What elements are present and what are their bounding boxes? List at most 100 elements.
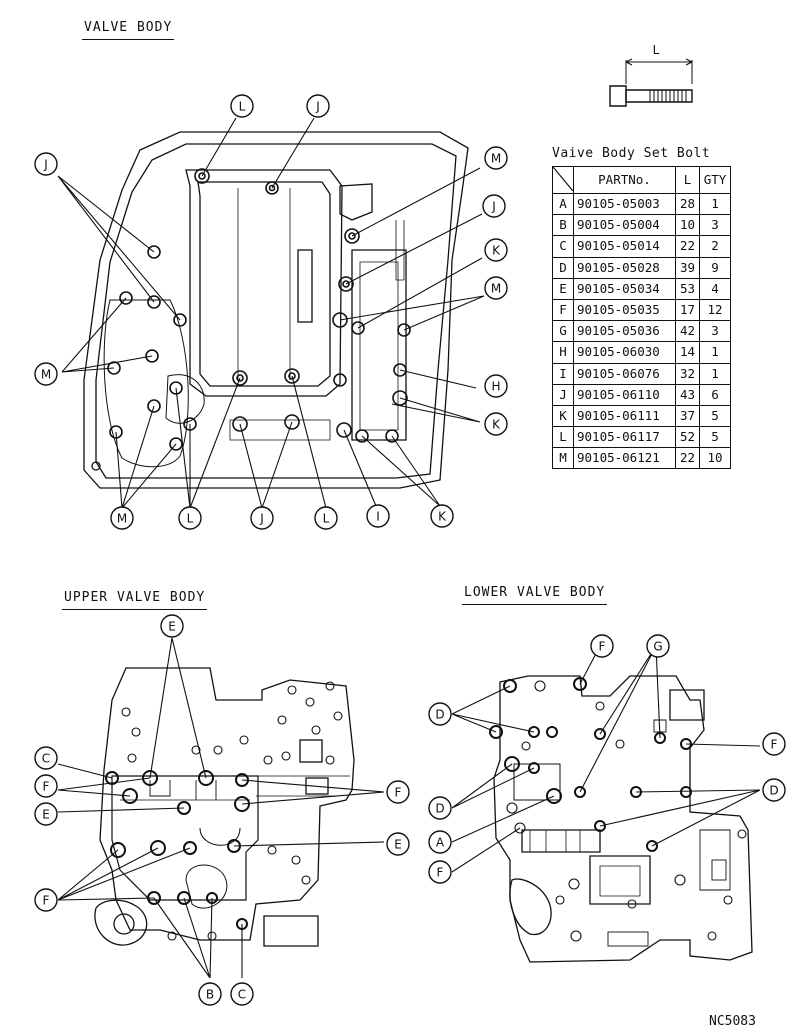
callout-letter: F: [771, 738, 778, 752]
callout-letter: F: [395, 786, 402, 800]
callout-letter: M: [491, 282, 501, 296]
bolt-length-label: L: [653, 43, 660, 57]
part-number: 90105-05004: [573, 214, 676, 237]
bolt-key: K: [552, 404, 574, 428]
part-number: 90105-05014: [573, 235, 676, 258]
callout-letter: F: [43, 780, 50, 794]
callout-letter: F: [599, 640, 606, 654]
callout-circle: [646, 634, 670, 658]
bolt-length: 10: [675, 214, 700, 237]
callout-upper-valve-body: E: [160, 614, 184, 638]
valve-body-title: VALVE BODY: [81, 20, 175, 40]
bolt-length: 28: [675, 192, 700, 216]
callout-letter: C: [238, 988, 246, 1002]
bolt-key: A: [552, 192, 574, 216]
bolt-key: J: [552, 383, 574, 406]
callout-lower-valve-body: F: [762, 732, 786, 756]
upper-valve-body-bolts: [105, 770, 250, 930]
part-number: 90105-05035: [573, 298, 676, 322]
bolt-qty: 6: [699, 383, 731, 406]
callout-lower-valve-body: A: [428, 830, 452, 854]
part-number: 90105-06110: [573, 383, 676, 406]
bolt-length: 39: [675, 256, 700, 279]
bolt-qty: 3: [699, 320, 731, 343]
upper-valve-body-title: UPPER VALVE BODY: [61, 590, 208, 610]
callout-letter: I: [376, 510, 380, 524]
callout-letter: D: [769, 784, 778, 798]
callout-letter: J: [315, 100, 320, 114]
callout-circle: [34, 888, 58, 912]
callout-letter: F: [43, 894, 50, 908]
bolt-length: 42: [675, 320, 700, 343]
callout-upper-valve-body: B: [198, 982, 222, 1006]
callout-letter: M: [117, 512, 127, 526]
bolt-key: E: [552, 277, 574, 300]
bolt-qty: 5: [699, 426, 731, 449]
callout-letter: L: [323, 512, 330, 526]
callout-circle: [386, 780, 410, 804]
callout-circle: [160, 614, 184, 638]
callout-valve-body: K: [430, 504, 454, 528]
bolt-key: H: [552, 341, 574, 364]
bolt-qty: 4: [699, 277, 731, 300]
callout-lower-valve-body: F: [428, 860, 452, 884]
callout-upper-valve-body: C: [34, 746, 58, 770]
callout-circle: [430, 504, 454, 528]
callout-circle: [484, 146, 508, 170]
callout-letter: K: [492, 244, 501, 258]
callout-letter: F: [437, 866, 444, 880]
callout-valve-body: L: [230, 94, 254, 118]
callout-circle: [250, 506, 274, 530]
bolt-qty: 5: [699, 404, 731, 428]
drawing-number: NC5083: [709, 1014, 756, 1029]
callout-letter: E: [168, 620, 176, 634]
callout-valve-body: K: [484, 412, 508, 436]
callout-lower-valve-body: D: [428, 796, 452, 820]
part-number: 90105-06076: [573, 362, 676, 385]
callout-letter: J: [259, 512, 264, 526]
bolt-key: L: [552, 426, 574, 449]
bolt-table-corner: [552, 166, 574, 194]
callout-upper-valve-body: E: [386, 832, 410, 856]
callout-lower-valve-body: D: [762, 778, 786, 802]
part-number: 90105-06030: [573, 341, 676, 364]
callout-valve-body: M: [34, 362, 58, 386]
bolt-illustration: [609, 58, 693, 107]
part-number: 90105-05034: [573, 277, 676, 300]
callout-valve-body: J: [482, 194, 506, 218]
callout-letter: L: [187, 512, 194, 526]
bolt-key: B: [552, 214, 574, 237]
bolt-table-header-length: L: [675, 166, 700, 194]
bolt-length: 14: [675, 341, 700, 364]
upper-valve-body-outline: [94, 667, 355, 947]
callout-letter: J: [43, 158, 48, 172]
callout-circle: [386, 832, 410, 856]
callout-circle: [482, 194, 506, 218]
part-number: 90105-05036: [573, 320, 676, 343]
bolt-length: 52: [675, 426, 700, 449]
callout-circle: [34, 746, 58, 770]
callout-upper-valve-body: C: [230, 982, 254, 1006]
callout-letter: H: [491, 380, 500, 394]
callout-lower-valve-body: F: [590, 634, 614, 658]
upper-valve-body-holes: [121, 681, 343, 941]
callout-letter: J: [491, 200, 496, 214]
callout-valve-body: J: [250, 506, 274, 530]
callout-upper-valve-body: F: [34, 774, 58, 798]
part-number: 90105-05028: [573, 256, 676, 279]
bolt-table-header-part: PARTNo.: [573, 166, 676, 194]
bolt-qty: 3: [699, 214, 731, 237]
bolt-table-caption: Vaive Body Set Bolt: [552, 146, 711, 161]
bolt-key: M: [552, 447, 574, 470]
bolt-key: I: [552, 362, 574, 385]
callout-letter: D: [435, 802, 444, 816]
